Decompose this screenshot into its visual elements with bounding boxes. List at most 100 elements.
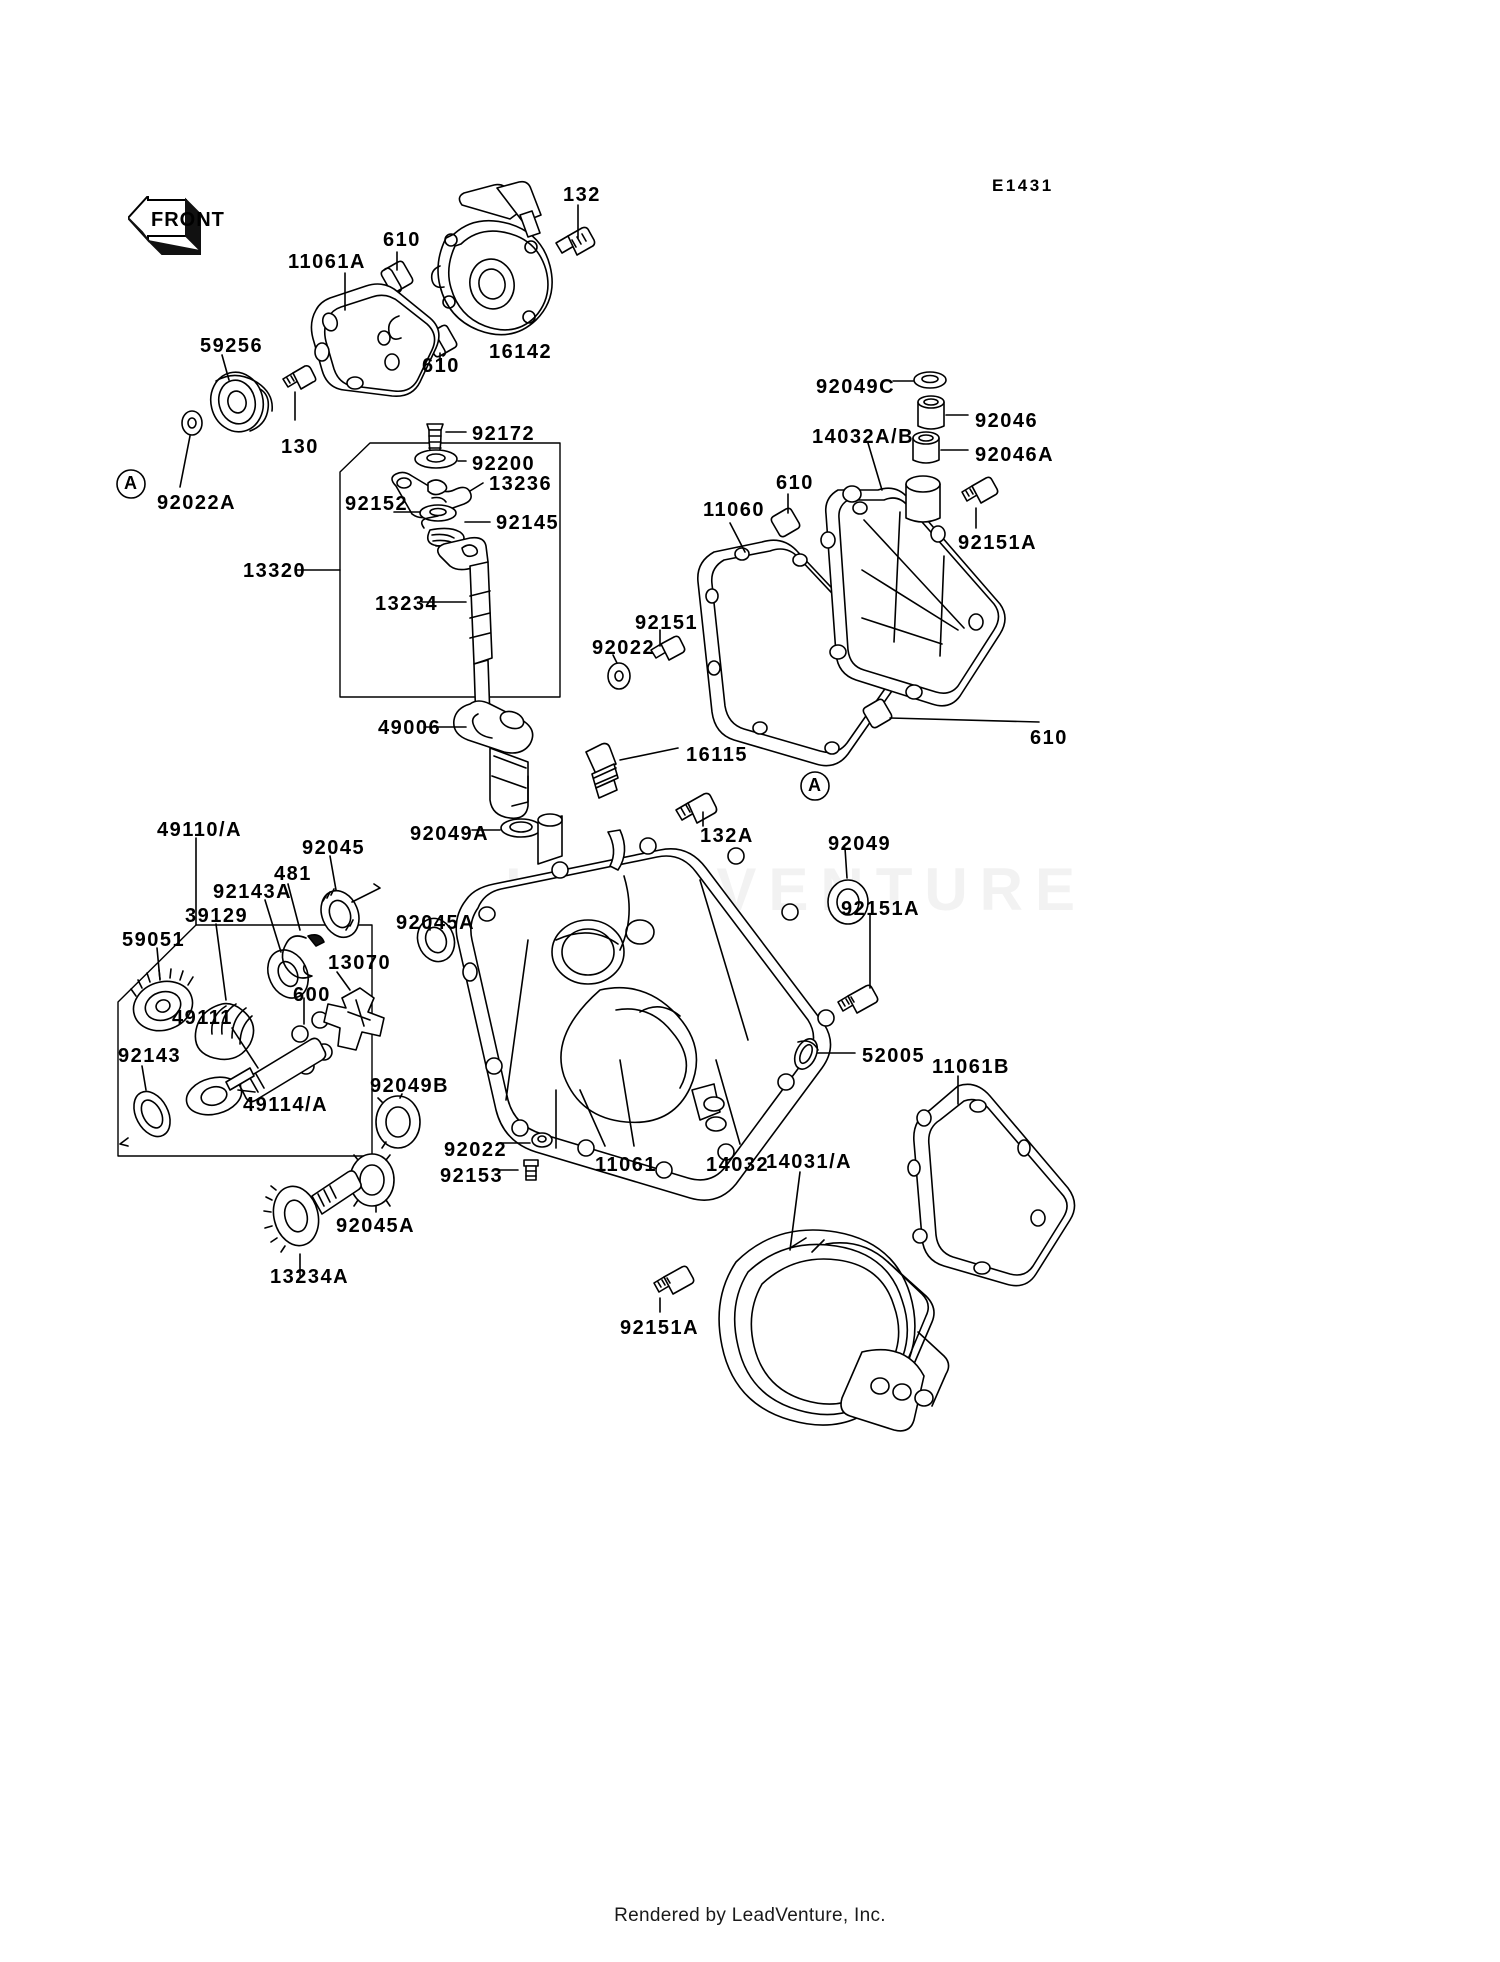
part-92022A-washer — [181, 410, 203, 436]
part-92049B-oil-seal — [375, 1095, 421, 1149]
part-label-92046A: 92046A — [975, 444, 1055, 466]
part-14032AB-inner-cover — [820, 475, 1006, 707]
svg-text:FRONT: FRONT — [151, 209, 224, 231]
part-92049C-seal — [913, 371, 947, 389]
part-92151A-bolt-midright — [837, 984, 879, 1014]
part-59256-impeller — [209, 371, 274, 433]
part-label-481: 481 — [274, 863, 312, 885]
part-label-92046: 92046 — [975, 410, 1039, 432]
part-16142-water-pump-body — [430, 180, 553, 336]
part-92172-screw — [426, 423, 444, 455]
part-label-59051: 59051 — [122, 929, 186, 951]
footer-attribution: Rendered by LeadVenture, Inc. — [614, 1905, 886, 1926]
part-label-92143A: 92143A — [213, 881, 293, 903]
part-92049A-oil-seal — [500, 818, 542, 838]
callout-a-left-label: A — [124, 473, 139, 493]
part-label-92022A: 92022A — [157, 492, 237, 514]
part-label-132: 132 — [563, 184, 601, 206]
part-label-16142: 16142 — [489, 341, 553, 363]
part-label-92143: 92143 — [118, 1045, 182, 1067]
part-label-11061: 11061 — [595, 1154, 658, 1176]
part-130-bolt — [282, 365, 317, 390]
part-label-92049: 92049 — [828, 833, 892, 855]
part-label-92049C: 92049C — [816, 376, 896, 398]
part-label-52005: 52005 — [862, 1045, 926, 1067]
part-label-14032AB: 14032A/B — [812, 426, 915, 448]
part-label-49110A: 49110/A — [157, 819, 243, 841]
part-52005-oil-plug — [793, 1038, 819, 1070]
part-13070-guide — [323, 987, 385, 1051]
part-label-92152: 92152 — [345, 493, 409, 515]
part-14031A-magneto-cover — [718, 1229, 950, 1432]
diagram-code: E1431 — [992, 176, 1054, 195]
part-label-92153: 92153 — [440, 1165, 504, 1187]
part-label-13236: 13236 — [489, 473, 553, 495]
part-label-132A: 132A — [700, 825, 754, 847]
part-49111-oil-pump-shaft — [239, 1037, 327, 1103]
part-92153-bolt — [523, 1159, 539, 1181]
part-label-92200: 92200 — [472, 453, 536, 475]
part-92046A-bearing — [912, 431, 940, 464]
part-label-610-b: 610 — [422, 355, 460, 377]
part-92151A-bolt-bottom — [653, 1265, 695, 1295]
part-label-92045: 92045 — [302, 837, 366, 859]
part-label-11061B: 11061B — [932, 1056, 1010, 1078]
watermark-text: LEADVENTURE — [505, 856, 1088, 923]
part-label-92145: 92145 — [496, 512, 560, 534]
part-92200-washer — [414, 449, 458, 469]
part-label-13234: 13234 — [375, 593, 439, 615]
part-label-13234A: 13234A — [270, 1266, 350, 1288]
part-label-610-c: 610 — [776, 472, 814, 494]
part-132-bolt — [555, 226, 596, 256]
part-92046-bearing — [917, 395, 945, 430]
part-11061A-gasket — [310, 283, 440, 398]
part-16115-oil-filler-cap — [585, 742, 619, 799]
part-610-dowel-pin-right1 — [770, 507, 801, 538]
part-610-dowel-pin-top2 — [424, 324, 458, 358]
part-92022-washer-mid — [607, 662, 631, 690]
part-label-92151: 92151 — [635, 612, 699, 634]
part-92145-spring — [420, 515, 465, 550]
part-92045A-bearing-lower — [349, 1153, 395, 1207]
part-label-130: 130 — [281, 436, 319, 458]
part-11061B-gasket — [907, 1083, 1076, 1287]
part-label-49114A: 49114/A — [243, 1094, 329, 1116]
part-label-14032: 14032 — [706, 1154, 770, 1176]
part-label-39129: 39129 — [185, 905, 249, 927]
part-92152-washer — [419, 504, 457, 522]
part-label-92049A: 92049A — [410, 823, 490, 845]
part-610-dowel-pin-right2 — [862, 698, 893, 729]
part-92151A-bolt-upper — [961, 476, 999, 504]
part-label-16115: 16115 — [686, 744, 749, 766]
part-label-92172: 92172 — [472, 423, 536, 445]
part-label-92045A-a: 92045A — [396, 912, 476, 934]
part-132A-bolt — [675, 792, 718, 824]
part-label-600: 600 — [293, 984, 331, 1006]
part-label-59256: 59256 — [200, 335, 264, 357]
part-label-49006: 49006 — [378, 717, 442, 739]
part-label-610-a: 610 — [383, 229, 421, 251]
part-label-92151A-b: 92151A — [841, 898, 921, 920]
part-label-92045A-b: 92045A — [336, 1215, 416, 1237]
part-13234-water-pump-shaft — [436, 536, 493, 725]
part-label-92049B: 92049B — [370, 1075, 450, 1097]
part-label-14031A: 14031/A — [766, 1151, 853, 1173]
part-label-13320: 13320 — [243, 560, 307, 582]
part-11060-gasket — [697, 539, 901, 767]
part-label-13070: 13070 — [328, 952, 392, 974]
part-label-11061A: 11061A — [288, 251, 366, 273]
part-label-49111: 49111 — [172, 1007, 233, 1029]
part-label-610-d: 610 — [1030, 727, 1068, 749]
part-label-92022-low: 92022 — [444, 1139, 508, 1161]
front-arrow-marker: FRONT — [126, 193, 224, 268]
part-610-dowel-pin-top1 — [380, 260, 414, 294]
part-label-92151A-a: 92151A — [958, 532, 1038, 554]
part-92045-bearing — [320, 888, 360, 939]
part-92143-seal — [119, 1090, 171, 1147]
part-13234A-driven-gear — [263, 1170, 362, 1253]
part-label-11060: 11060 — [703, 499, 766, 521]
part-600-steel-balls — [291, 1011, 333, 1075]
part-92022-washer-lower — [531, 1132, 553, 1148]
